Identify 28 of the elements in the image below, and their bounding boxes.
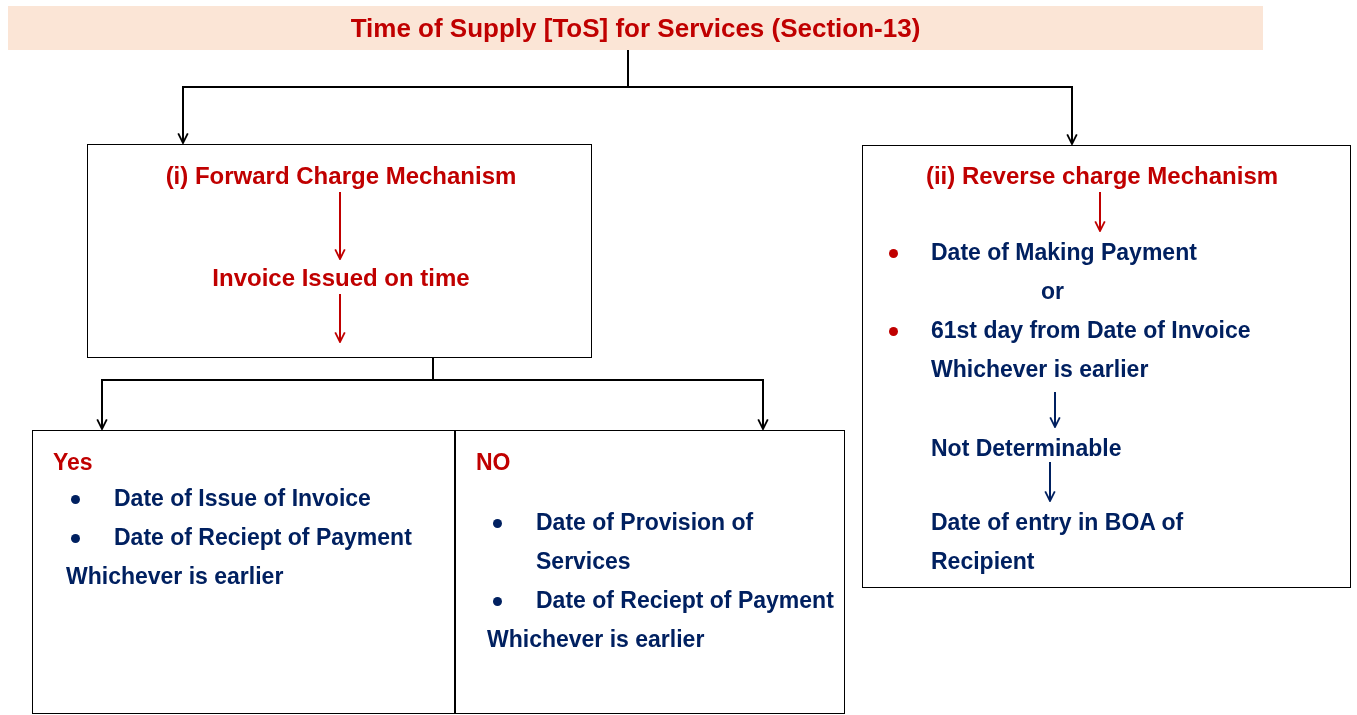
body-text: Whichever is earlier [931,355,1149,384]
title-banner: Time of Supply [ToS] for Services (Section-13) [8,6,1263,50]
body-text: or [1041,277,1064,306]
arrow [334,191,346,260]
body-text: Whichever is earlier [66,562,284,591]
arrow [1094,191,1106,232]
list-item-text: Date of Reciept of Payment [536,586,834,615]
heading-text: (ii) Reverse charge Mechanism [924,161,1280,191]
list-item-text: Date of Making Payment [931,238,1197,267]
heading-text: Invoice Issued on time [211,263,471,293]
arrow [432,357,769,430]
arrow [334,293,346,343]
list-item-text: Date of Provision of Services [536,508,755,576]
body-text: Whichever is earlier [487,625,705,654]
outlined-box [455,430,845,714]
body-text: Not Determinable [931,434,1122,463]
outlined-box [862,145,1351,588]
heading-text: (i) Forward Charge Mechanism [164,161,518,191]
heading-text: NO [476,448,511,477]
outlined-box [87,144,592,358]
heading-text: Yes [53,448,93,477]
list-item-text: Date of Issue of Invoice [114,484,371,513]
body-text: Date of entry in BOA of Recipient [931,508,1185,576]
arrow [1044,461,1056,502]
outlined-box [32,430,455,714]
arrow [1049,391,1061,428]
list-item-text: 61st day from Date of Invoice [931,316,1251,345]
list-item-text: Date of Reciept of Payment [114,523,412,552]
